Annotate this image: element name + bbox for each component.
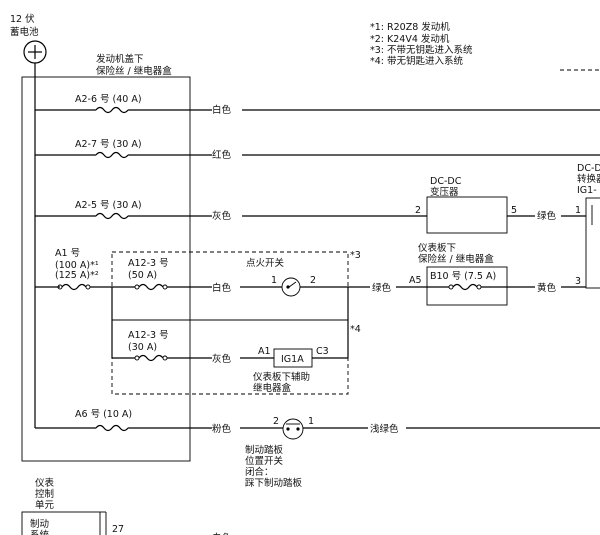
fuse-icon (452, 283, 478, 291)
brake-switch-label-2: 位置开关 (245, 455, 284, 467)
wire-color-green-1: 绿色 (537, 210, 557, 222)
fuse-icon (95, 151, 129, 159)
instrument-unit-inner-2: 系统 (30, 529, 50, 535)
brake-switch-icon (282, 418, 304, 440)
wire-color-pink: 粉色 (212, 423, 232, 435)
engine-fuse-box (21, 76, 191, 462)
instrument-unit-inner: 制动 (30, 518, 49, 530)
dcdc-right-pin-top: 1 (575, 205, 581, 216)
engine-fuse-box-label-2: 保险丝 / 继电器盒 (96, 65, 172, 77)
fuse-a1-rating-2: (125 A)*² (55, 270, 99, 281)
instrument-unit-label: 仪表 (35, 477, 55, 489)
fuse-icon (95, 212, 129, 220)
dcdc-right-pin-bot: 3 (575, 276, 581, 287)
fuse-icon (138, 283, 164, 291)
dcdc-right-label: DC-D (577, 163, 600, 174)
wire-color-white-1: 白色 (212, 104, 232, 116)
ig1a-pin-right: C3 (316, 346, 329, 357)
battery-plus-icon (23, 40, 47, 64)
battery-label: 12 伏 (10, 13, 35, 25)
dcdc-right-box (585, 197, 600, 289)
instrument-unit-label-2: 控制 (35, 488, 54, 500)
fuse-a12-3-bottom-rating: (30 A) (128, 342, 157, 353)
wire-color-red: 红色 (212, 149, 232, 161)
brake-switch-label-4: 踩下制动踏板 (245, 477, 303, 489)
note-1: *1: R20Z8 发动机 (370, 21, 450, 33)
dcdc-right-label-2: 转换器 (577, 173, 600, 185)
fuse-a2-7-label: A2-7 号 (30 A) (75, 139, 142, 150)
brake-switch-label-3: 闭合： (245, 466, 274, 478)
marker-star-4: *4 (350, 324, 361, 335)
brake-switch-label: 制动踏板 (245, 444, 284, 456)
fuse-a12-3-top-label: A12-3 号 (128, 258, 169, 269)
note-3: *3: 不带无钥匙进入系统 (370, 44, 473, 56)
region-no-keyless (111, 251, 349, 321)
fuse-icon (138, 354, 164, 362)
ignition-switch-icon (281, 277, 301, 297)
dcdc-right-label-3: IG1- (577, 185, 597, 196)
instrument-unit-box (21, 511, 101, 535)
ig1a-caption: 仪表板下辅助 (253, 371, 310, 383)
fuse-a2-5-label: A2-5 号 (30 A) (75, 200, 142, 211)
instrument-unit-label-3: 单元 (35, 499, 55, 511)
ig1a-pin-left: A1 (258, 346, 271, 357)
wire-color-bottom: 白色 (212, 532, 232, 535)
ig1a-label: IG1A (281, 354, 304, 365)
ignition-switch-label: 点火开关 (246, 257, 285, 269)
ignition-switch-pin-right: 2 (310, 275, 316, 286)
dash-fuse-pin: A5 (409, 275, 422, 286)
dcdc-pin-in: 2 (415, 205, 421, 216)
engine-fuse-box-label: 发动机盖下 (96, 53, 144, 65)
fuse-a1-rating-1: (100 A)*¹ (55, 260, 99, 271)
fuse-icon (61, 283, 87, 291)
wire-color-light-green: 浅绿色 (370, 423, 399, 435)
note-2: *2: K24V4 发动机 (370, 33, 450, 45)
fuse-a6-label: A6 号 (10 A) (75, 409, 132, 420)
fuse-icon (95, 106, 129, 114)
marker-star-3: *3 (350, 250, 361, 261)
wire-color-yellow: 黄色 (537, 282, 557, 294)
note-4: *4: 带无钥匙进入系统 (370, 55, 464, 67)
wire-color-white-2: 白色 (212, 282, 232, 294)
fuse-a2-6-label: A2-6 号 (40 A) (75, 94, 142, 105)
wire-color-gray-2: 灰色 (212, 353, 232, 365)
fuse-a12-3-top-rating: (50 A) (128, 270, 157, 281)
dash-fuse-box (426, 266, 508, 306)
wire-color-green-2: 绿色 (372, 282, 392, 294)
fuse-icon (95, 424, 129, 432)
instrument-unit-pin: 27 (112, 524, 124, 535)
dcdc-pin-out: 5 (511, 205, 517, 216)
dcdc-label-2: 变压器 (430, 186, 459, 198)
dash-fuse-box-label: 仪表板下 (418, 242, 456, 254)
dcdc-converter-box (426, 196, 508, 234)
ig1a-caption-2: 继电器盒 (253, 382, 292, 394)
brake-switch-pin-left: 2 (273, 416, 279, 427)
dcdc-label: DC-DC (430, 176, 462, 187)
dash-fuse-box-label-2: 保险丝 / 继电器盒 (418, 253, 494, 265)
ignition-switch-pin-left: 1 (271, 275, 277, 286)
brake-switch-pin-right: 1 (308, 416, 314, 427)
fuse-a1-label: A1 号 (55, 248, 80, 259)
fuse-a12-3-bottom-label: A12-3 号 (128, 330, 169, 341)
wire-color-gray-1: 灰色 (212, 210, 232, 222)
battery-label-2: 蓄电池 (10, 26, 39, 38)
fuse-b10-label: B10 号 (7.5 A) (430, 271, 496, 282)
